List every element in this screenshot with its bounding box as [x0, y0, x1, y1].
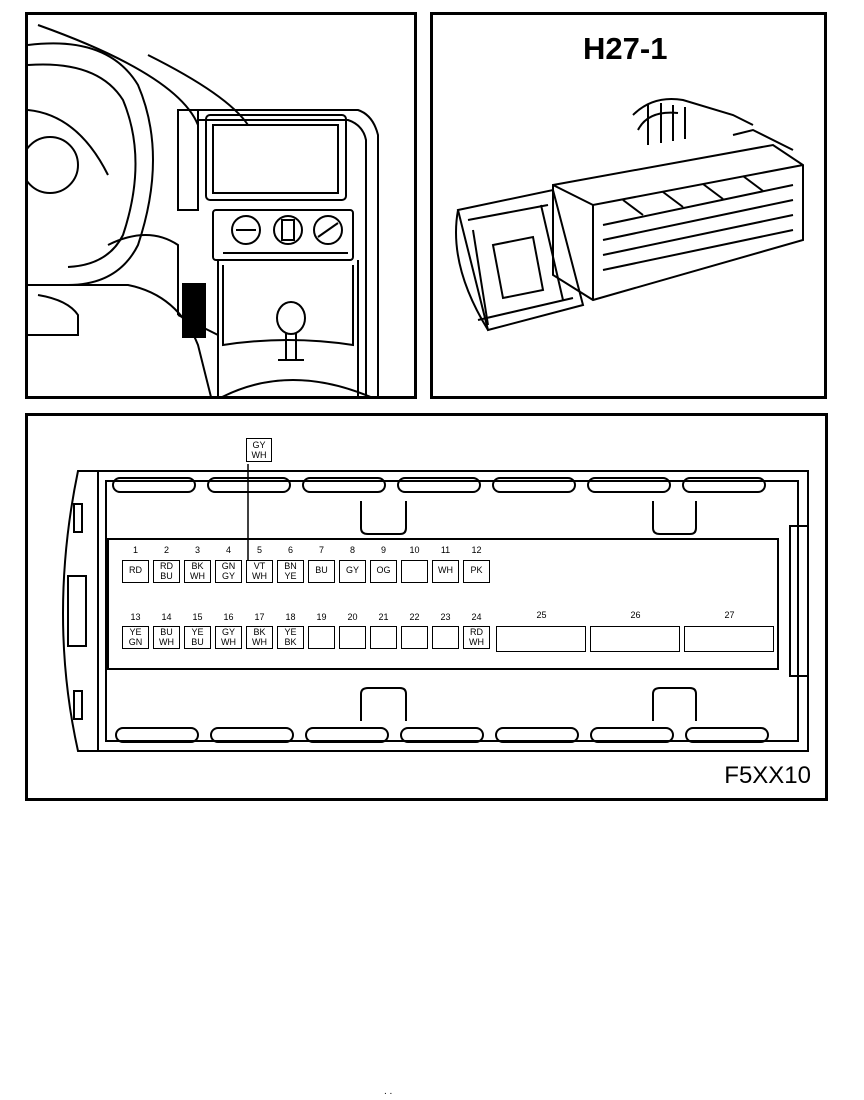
pin-8-wire-color: GY [339, 560, 366, 583]
pin-number-17: 17 [254, 612, 265, 622]
pin-number-10: 10 [409, 545, 420, 555]
dashboard-drawing [28, 24, 379, 396]
pin-number-4: 4 [225, 545, 231, 555]
pin-10-wire-color [401, 560, 428, 583]
pin-7-wire-color: BU [308, 560, 335, 583]
pin-3-color-2: WH [190, 570, 205, 581]
pin-19-wire-color [308, 626, 335, 649]
pin-number-21: 21 [378, 612, 389, 622]
pin-27-slot [684, 626, 774, 652]
pin-5-color-2: WH [252, 570, 267, 581]
pin-9-wire-color: OG [370, 560, 397, 583]
pin-9-color-1: OG [376, 565, 391, 575]
pin-17-color-1: BK [253, 627, 266, 637]
pin-number-12: 12 [471, 545, 482, 555]
pin-number-22: 22 [409, 612, 420, 622]
pin-21-wire-color [370, 626, 397, 649]
pin-16-color-2: WH [221, 636, 236, 647]
pin-number-18: 18 [285, 612, 296, 622]
figure-code: F5XX10 [724, 762, 811, 789]
pin-5-color-1: VT [253, 561, 266, 571]
callout-line-2: WH [251, 450, 267, 460]
pin-number-11: 11 [440, 545, 451, 555]
pin-11-color-1: WH [438, 565, 453, 575]
pin-number-23: 23 [440, 612, 451, 622]
pin-13-color-1: YE [129, 627, 142, 637]
pin-number-27: 27 [724, 610, 735, 620]
pin-6-color-2: YE [284, 570, 297, 581]
pin-8-color-1: GY [345, 565, 359, 575]
pin-22-wire-color [401, 626, 428, 649]
pin-16-color-1: GY [221, 627, 235, 637]
pin-14-color-2: WH [159, 636, 174, 647]
pin-number-20: 20 [347, 612, 358, 622]
pin-25-slot [496, 626, 586, 652]
pin-12-color-1: PK [470, 565, 483, 575]
pin-26-slot [590, 626, 680, 652]
pin-number-5: 5 [256, 545, 262, 555]
pin-number-16: 16 [223, 612, 234, 622]
pin-24-color-1: RD [470, 627, 483, 637]
connector-view-panel: H27-1 [430, 12, 827, 399]
pin-1-wire-color: RD [122, 560, 149, 583]
pin-number-8: 8 [349, 545, 355, 555]
page-marks: . . [384, 1086, 393, 1097]
pin-4-color-1: GN [221, 561, 236, 571]
pin-15-color-2: BU [191, 636, 204, 647]
pin-number-24: 24 [471, 612, 482, 622]
pin-18-color-1: YE [284, 627, 297, 637]
pin-number-3: 3 [194, 545, 200, 555]
connector-title: H27-1 [583, 31, 668, 66]
pin-number-25: 25 [536, 610, 547, 620]
pin-2-color-2: BU [160, 570, 173, 581]
pin-6-color-1: BN [284, 561, 297, 571]
pin-13-color-2: GN [128, 636, 143, 647]
pin-3-color-1: BK [191, 561, 204, 571]
dashboard-location-panel [25, 12, 417, 399]
pin-number-9: 9 [380, 545, 386, 555]
pin-2-color-1: RD [160, 561, 173, 571]
pin-number-26: 26 [630, 610, 641, 620]
pin-number-2: 2 [163, 545, 169, 555]
connector-drawing [455, 98, 804, 332]
pin-number-13: 13 [130, 612, 141, 622]
pin-7-color-1: BU [315, 565, 328, 575]
pin-18-color-2: BK [284, 636, 297, 647]
callout-line-1: GY [252, 440, 266, 450]
pin-23-wire-color [432, 626, 459, 649]
pin-number-14: 14 [161, 612, 172, 622]
wire-color-callout: GY WH [246, 438, 272, 462]
pin-number-1: 1 [132, 545, 138, 555]
pin-1-color-1: RD [129, 565, 142, 575]
pin-24-color-2: WH [469, 636, 484, 647]
pin-14-color-1: BU [160, 627, 173, 637]
pin-number-15: 15 [192, 612, 203, 622]
pin-20-wire-color [339, 626, 366, 649]
connector-face-outline [62, 464, 809, 752]
pin-11-wire-color: WH [432, 560, 459, 583]
pin-number-19: 19 [316, 612, 327, 622]
pin-15-color-1: YE [191, 627, 204, 637]
pin-12-wire-color: PK [463, 560, 490, 583]
pin-number-6: 6 [287, 545, 293, 555]
pin-number-7: 7 [318, 545, 324, 555]
pin-4-color-2: GY [221, 570, 235, 581]
pin-17-color-2: WH [252, 636, 267, 647]
